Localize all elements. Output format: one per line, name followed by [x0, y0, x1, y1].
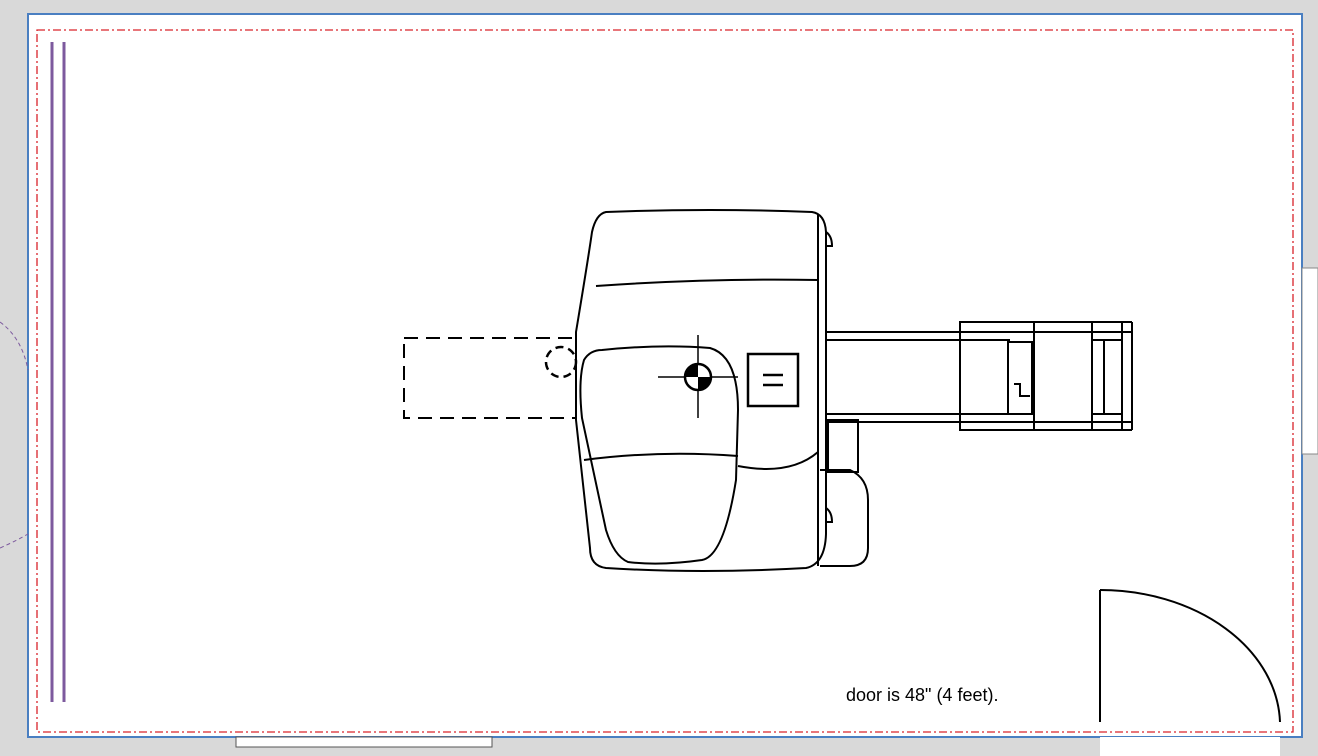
bottom-edge-strip-right — [1100, 737, 1280, 756]
left-swing-arc-lower — [0, 533, 29, 549]
center-of-gravity-icon — [658, 335, 738, 418]
seat-cross-curve — [583, 452, 739, 461]
seat-cushion — [579, 345, 740, 565]
rear-housing — [820, 469, 869, 567]
equals-icon — [746, 352, 800, 408]
rear-post — [827, 419, 859, 473]
body-outline — [575, 209, 827, 572]
body-right-cap-top — [825, 231, 834, 247]
right-edge-strip — [1301, 267, 1318, 455]
boom-end-block — [1091, 321, 1123, 431]
door-swing-icon — [1099, 589, 1281, 723]
door-note: door is 48" (4 feet). — [846, 685, 998, 705]
boundary-line — [36, 29, 1294, 733]
bottom-edge-strip-left — [235, 736, 493, 748]
room-area — [27, 13, 1303, 738]
body-cross-curve — [595, 278, 819, 287]
wheelchair-lift-symbol — [575, 209, 869, 572]
left-swing-arc-upper — [0, 321, 29, 371]
boom-trolley — [1007, 341, 1033, 415]
boom-trolley-notch — [1014, 383, 1030, 397]
door-swing-arc — [1099, 589, 1281, 723]
body-right-cap-bottom — [825, 507, 834, 523]
boom-arm — [826, 321, 1133, 431]
body-lower-curve — [737, 451, 819, 470]
